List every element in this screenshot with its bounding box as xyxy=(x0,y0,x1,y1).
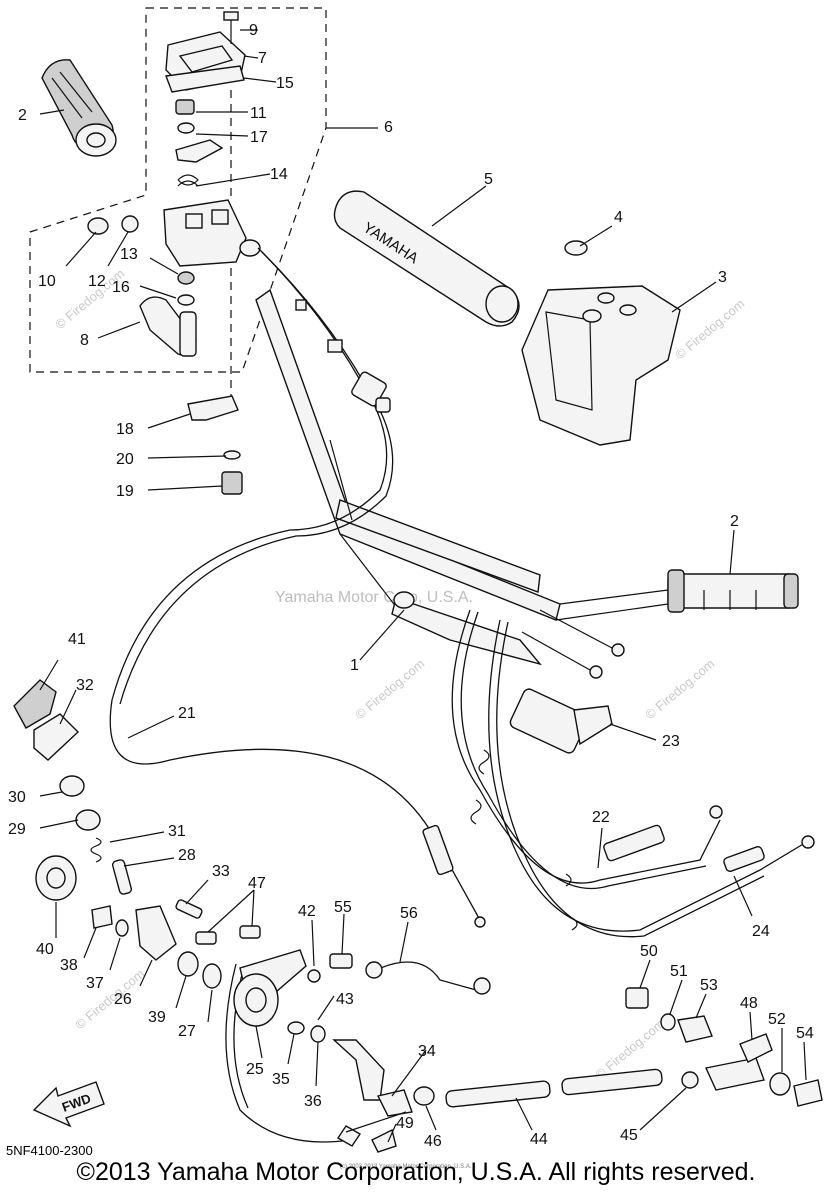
assembly-6-dashed-outline xyxy=(29,7,327,373)
site-watermark: © Firedog.com xyxy=(72,966,147,1032)
cable-fittings xyxy=(295,299,815,931)
callout-9: 9 xyxy=(249,22,258,39)
callout-2-left: 2 xyxy=(18,107,27,124)
handlebar-pad-part: YAMAHA xyxy=(333,190,520,327)
callout-7: 7 xyxy=(258,50,267,67)
callout-20: 20 xyxy=(116,451,134,468)
callout-28: 28 xyxy=(178,847,196,864)
callout-49: 49 xyxy=(396,1115,414,1132)
right-grip-part xyxy=(555,569,799,621)
brake-lever-parts xyxy=(13,679,261,989)
callout-18: 18 xyxy=(116,421,134,438)
site-watermark: © Firedog.com xyxy=(352,656,427,722)
callout-56: 56 xyxy=(400,905,418,922)
callout-46: 46 xyxy=(424,1133,442,1150)
callout-10: 10 xyxy=(38,273,56,290)
callout-39: 39 xyxy=(148,1009,166,1026)
diagram-code: 5NF4100-2300 xyxy=(6,1143,93,1158)
callout-35: 35 xyxy=(272,1071,290,1088)
callout-43: 43 xyxy=(336,991,354,1008)
callout-51: 51 xyxy=(670,963,688,980)
cables xyxy=(109,247,811,1143)
callout-25: 25 xyxy=(246,1061,264,1078)
callout-47: 47 xyxy=(248,875,266,892)
callout-14: 14 xyxy=(270,166,288,183)
callout-55: 55 xyxy=(334,899,352,916)
handlebar-cover-part xyxy=(521,240,681,446)
site-watermark: © Firedog.com xyxy=(672,296,747,362)
callout-labels: 9 7 15 2 11 17 6 14 5 4 13 3 10 12 16 8 … xyxy=(8,22,814,1150)
callout-33: 33 xyxy=(212,863,230,880)
callout-16: 16 xyxy=(112,279,130,296)
callout-54: 54 xyxy=(796,1025,814,1042)
callout-6: 6 xyxy=(384,119,393,136)
left-grip-part xyxy=(41,59,117,157)
callout-17: 17 xyxy=(250,129,268,146)
callout-23: 23 xyxy=(662,733,680,750)
callout-30: 30 xyxy=(8,789,26,806)
callout-24: 24 xyxy=(752,923,770,940)
brake-master-parts xyxy=(233,949,491,1153)
leader-lines xyxy=(39,29,807,1143)
throttle-housing-parts xyxy=(87,11,261,495)
callout-36: 36 xyxy=(304,1093,322,1110)
callout-29: 29 xyxy=(8,821,26,838)
callout-45: 45 xyxy=(620,1127,638,1144)
callout-48: 48 xyxy=(740,995,758,1012)
callout-22: 22 xyxy=(592,809,610,826)
callout-42: 42 xyxy=(298,903,316,920)
callout-3: 3 xyxy=(718,269,727,286)
callout-34: 34 xyxy=(418,1043,436,1060)
callout-41: 41 xyxy=(68,631,86,648)
handlebar-part xyxy=(255,288,561,666)
callout-53: 53 xyxy=(700,977,718,994)
callout-12: 12 xyxy=(88,273,106,290)
callout-1: 1 xyxy=(350,657,359,674)
forward-arrow: FWD xyxy=(32,1081,105,1128)
callout-15: 15 xyxy=(276,75,294,92)
callout-26: 26 xyxy=(114,991,132,1008)
callout-13: 13 xyxy=(120,246,138,263)
watermark-yamaha: Yamaha Motor Corp, U.S.A. xyxy=(275,589,473,606)
small-credit: (c) 2003-2013 Yamaha Motor Corporation, … xyxy=(340,1164,472,1170)
callout-52: 52 xyxy=(768,1011,786,1028)
callout-37: 37 xyxy=(86,975,104,992)
callout-4: 4 xyxy=(614,209,623,226)
copyright-footer: ©2013 Yamaha Motor Corporation, U.S.A. A… xyxy=(76,1158,756,1186)
callout-2-right: 2 xyxy=(730,513,739,530)
callout-44: 44 xyxy=(530,1131,548,1148)
site-watermark: © Firedog.com xyxy=(642,656,717,722)
callout-11: 11 xyxy=(250,105,267,122)
callout-27: 27 xyxy=(178,1023,196,1040)
callout-38: 38 xyxy=(60,957,78,974)
callout-50: 50 xyxy=(640,943,658,960)
callout-32: 32 xyxy=(76,677,94,694)
callout-19: 19 xyxy=(116,483,134,500)
shift-rod-parts xyxy=(413,987,823,1108)
callout-31: 31 xyxy=(168,823,186,840)
callout-8: 8 xyxy=(80,332,89,349)
callout-40: 40 xyxy=(36,941,54,958)
callout-21: 21 xyxy=(178,705,196,722)
callout-5: 5 xyxy=(484,171,493,188)
